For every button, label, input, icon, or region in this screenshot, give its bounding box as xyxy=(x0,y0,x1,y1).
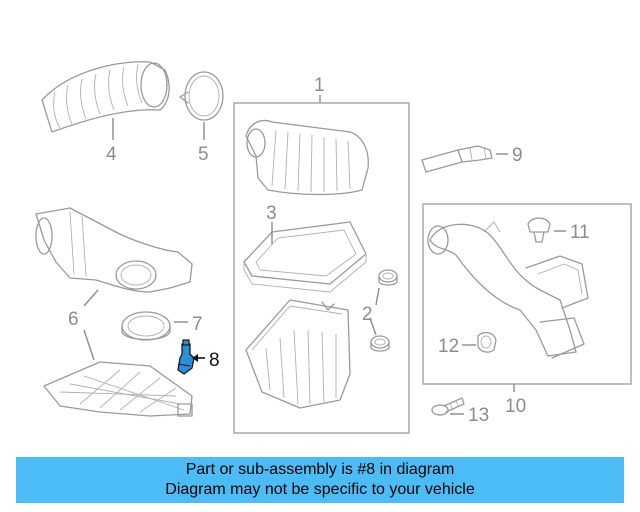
part-9-sensor[interactable] xyxy=(421,145,493,173)
callout-9: 9 xyxy=(512,145,523,166)
assembly-box-1 xyxy=(233,102,410,434)
part-intake-duct[interactable] xyxy=(35,207,193,293)
callout-11: 11 xyxy=(570,222,590,243)
callout-5: 5 xyxy=(198,144,209,165)
part-4-intake-hose[interactable] xyxy=(41,61,170,133)
part-11-clip[interactable] xyxy=(527,217,551,243)
assembly-box-10 xyxy=(422,203,632,385)
callout-3: 3 xyxy=(266,203,277,224)
part-5-clamp[interactable] xyxy=(179,71,224,121)
callout-4: 4 xyxy=(106,144,117,165)
callout-12: 12 xyxy=(438,336,459,357)
parts-diagram: 4 5 1 3 2 xyxy=(35,61,632,434)
part-12-grommet[interactable] xyxy=(477,331,497,353)
part-air-cleaner-cover[interactable] xyxy=(245,119,369,196)
part-7-seal[interactable] xyxy=(121,311,171,341)
info-banner: Part or sub-assembly is #8 in diagram Di… xyxy=(16,457,624,503)
callout-8: 8 xyxy=(209,350,220,371)
part-air-cleaner-lower-case[interactable] xyxy=(245,299,351,409)
part-3-filter[interactable] xyxy=(243,221,367,293)
banner-line-2: Diagram may not be specific to your vehi… xyxy=(165,481,475,498)
part-2-grommets[interactable] xyxy=(370,269,398,352)
callout-13: 13 xyxy=(468,405,489,426)
part-13-bolt[interactable] xyxy=(431,397,465,416)
callout-1: 1 xyxy=(314,75,325,96)
part-6-lower-duct[interactable] xyxy=(43,361,193,417)
callout-10: 10 xyxy=(505,396,526,417)
callout-7: 7 xyxy=(192,314,203,335)
part-10-resonator-duct[interactable] xyxy=(427,221,589,359)
banner-line-1: Part or sub-assembly is #8 in diagram xyxy=(185,461,455,478)
callout-6: 6 xyxy=(68,309,79,330)
part-8-highlighted-sensor[interactable] xyxy=(177,339,195,375)
callout-2: 2 xyxy=(362,304,373,325)
